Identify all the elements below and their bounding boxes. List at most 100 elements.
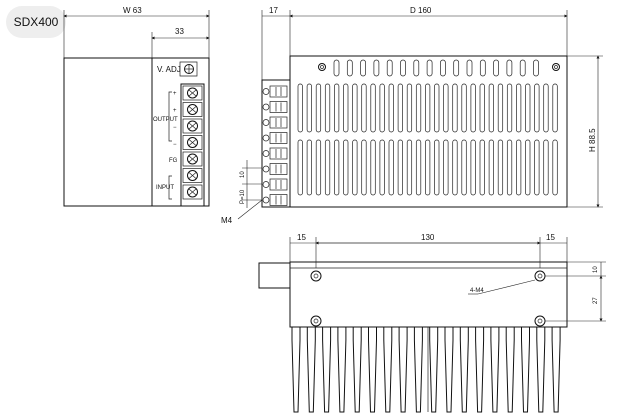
- vent-slot: [315, 83, 322, 133]
- top-vent-slots: [333, 59, 539, 77]
- vent-slot: [306, 139, 312, 196]
- front-housing: [63, 57, 210, 207]
- side-terminal-screws: [262, 85, 288, 206]
- vent-slot: [493, 59, 499, 77]
- vent-slot: [306, 83, 312, 133]
- vent-slot: [552, 83, 558, 133]
- vent-slot: [533, 59, 539, 77]
- input-label: INPUT: [156, 185, 174, 191]
- heatsink-fin: [490, 327, 500, 413]
- bottom-view: 15 130 15 4-M4 10 27: [258, 233, 606, 413]
- heatsink-fin: [306, 327, 316, 413]
- vent-slot: [324, 83, 331, 133]
- vent-slot: [453, 59, 460, 77]
- terminal-screw-icon: [262, 165, 270, 173]
- terminal-screw-icon: [187, 120, 198, 132]
- heatsink-fins: [290, 326, 567, 413]
- terminal-screw-icon: [187, 87, 198, 99]
- side-view: 17 D 160 H 88.5 P=10 10 M4: [221, 6, 603, 225]
- vent-slot: [488, 139, 494, 196]
- heatsink-fin: [383, 327, 393, 413]
- vent-slot: [406, 83, 413, 133]
- terminal-screws: [182, 85, 203, 200]
- vent-slot: [361, 139, 367, 196]
- terminal-width-dimension: 17: [269, 6, 278, 15]
- vent-slot: [413, 59, 420, 77]
- heatsink-fin: [398, 327, 408, 413]
- vent-slot: [426, 59, 433, 77]
- vent-slot: [297, 83, 303, 133]
- vent-slot: [352, 139, 358, 196]
- mounting-hole-1-icon: [310, 270, 322, 282]
- terminal-screw-icon: [187, 137, 198, 148]
- vent-slot: [386, 59, 393, 77]
- output-label: OUTPUT: [153, 117, 178, 123]
- vent-slot: [506, 139, 513, 196]
- vent-slot: [343, 83, 349, 133]
- vent-slot: [334, 139, 340, 196]
- vent-slot: [452, 83, 458, 133]
- vent-slot: [297, 139, 303, 196]
- vent-slot: [415, 139, 422, 196]
- terminal-screw-icon: [262, 103, 270, 111]
- vent-slot: [315, 139, 322, 196]
- screw-size-label: M4: [221, 216, 233, 225]
- heatsink-fin: [459, 327, 469, 413]
- vent-slot: [479, 59, 486, 77]
- front-view: W 63 33 V. ADJ + + − − OUTPUT FG INPUT: [63, 6, 210, 207]
- vent-slot: [497, 139, 504, 196]
- vent-slot: [516, 139, 522, 196]
- vent-slot: [497, 83, 504, 133]
- terminal-screw-icon: [262, 88, 270, 95]
- base-plate: [289, 261, 568, 328]
- vent-slot: [397, 83, 403, 133]
- output-plus-2: +: [173, 108, 177, 114]
- vent-slot: [506, 83, 513, 133]
- model-label: SDX400: [6, 6, 66, 38]
- mounting-hole-2-icon: [534, 270, 546, 282]
- vent-slot: [324, 139, 331, 196]
- hole-spacing-dimension: 130: [421, 233, 435, 242]
- vent-slot: [519, 59, 526, 77]
- terminal-stub: [258, 262, 291, 289]
- vent-slot: [361, 83, 367, 133]
- terminal-screw-icon: [262, 150, 270, 157]
- heatsink-fin: [521, 327, 530, 413]
- pitch-dimension: P=10: [240, 189, 246, 204]
- terminal-screw-icon: [187, 104, 198, 115]
- pitch-value: 10: [240, 171, 246, 178]
- height-dimension: H 88.5: [588, 128, 597, 152]
- vent-slot: [534, 83, 540, 133]
- heatsink-fin: [368, 327, 377, 413]
- vent-slot: [360, 59, 366, 77]
- mounting-hole-3-icon: [310, 315, 322, 327]
- terminal-screw-icon: [262, 196, 270, 204]
- heatsink-fin: [475, 327, 485, 413]
- vent-slot: [461, 83, 467, 133]
- screw-hole-top-left-icon: [318, 63, 326, 71]
- screw-hole-top-right-icon: [552, 63, 560, 71]
- output-minus-1: −: [173, 125, 177, 131]
- heatsink-fin: [505, 327, 515, 413]
- heatsink-fin: [337, 327, 347, 413]
- vent-slot: [373, 59, 380, 77]
- heatsink-fin: [322, 327, 332, 413]
- hole-callout: 4-M4: [470, 288, 484, 294]
- vent-slot: [479, 83, 485, 133]
- vent-slot: [406, 139, 413, 196]
- top-offset-dimension: 10: [593, 266, 599, 273]
- vent-slot: [434, 139, 440, 196]
- output-minus-2: −: [173, 142, 177, 148]
- right-margin-dimension: 15: [546, 233, 555, 242]
- vent-slot: [425, 139, 431, 196]
- vent-slot: [333, 59, 340, 77]
- vent-slot: [452, 139, 458, 196]
- heatsink-fin: [352, 327, 362, 413]
- vent-slot: [379, 83, 385, 133]
- vent-slot: [440, 59, 446, 77]
- heatsink-fin: [429, 327, 439, 413]
- sub-width-dimension: 33: [175, 27, 184, 36]
- vent-slot: [370, 139, 376, 196]
- vent-slot: [552, 139, 558, 196]
- vent-slot: [425, 83, 431, 133]
